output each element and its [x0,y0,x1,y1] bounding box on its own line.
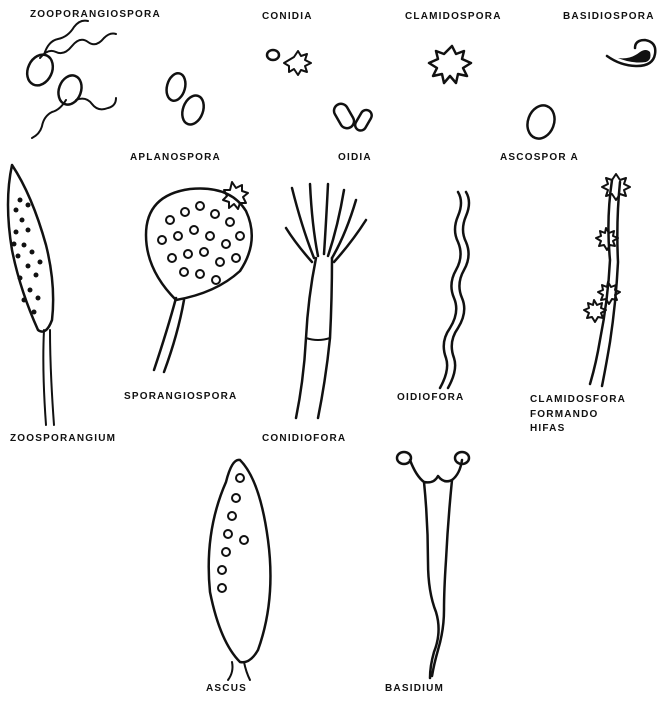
label-line-formando: FORMANDO [530,408,626,423]
chlamydospore-illustration [429,46,471,83]
label-zooporangiospora: ZOOPORANGIOSPORA [30,10,161,20]
label-ascospora: ASCOSPOR A [500,153,579,163]
chlamydospore-hyphae-illustration [584,174,630,386]
ascospore-illustration [523,102,559,143]
sporangium-illustration [146,182,252,372]
label-clamidospora-formando-hifas: CLAMIDOSFORA FORMANDO HIFAS [530,393,626,437]
aplanospore-illustration [164,71,208,127]
label-basidiospora: BASIDIOSPORA [563,12,655,22]
label-ascus: ASCUS [206,684,247,694]
label-line-hifas: HIFAS [530,422,626,437]
ascus-illustration [209,460,271,680]
label-conidiofora: CONIDIOFORA [262,434,346,444]
zoosporangium-illustration [8,165,54,425]
label-conidia: CONIDIA [262,12,313,22]
zoospore-illustration [22,21,116,138]
label-zoosporangium: ZOOSPORANGIUM [10,434,116,444]
label-aplanospora: APLANOSPORA [130,153,221,163]
label-oidia: OIDIA [338,153,372,163]
basidium-illustration [397,452,469,678]
basidiospore-illustration [607,40,655,66]
conidiophore-illustration [286,184,366,418]
label-sporangiospora: SPORANGIOSPORA [124,392,237,402]
conidia-illustration [267,50,311,75]
label-oidiofora: OIDIOFORA [397,393,464,403]
label-clamidospora: CLAMIDOSPORA [405,12,502,22]
label-line-clamidosfora: CLAMIDOSFORA [530,393,626,408]
oidia-illustration [331,101,373,132]
label-basidium: BASIDIUM [385,684,444,694]
oidiophore-illustration [440,192,469,388]
